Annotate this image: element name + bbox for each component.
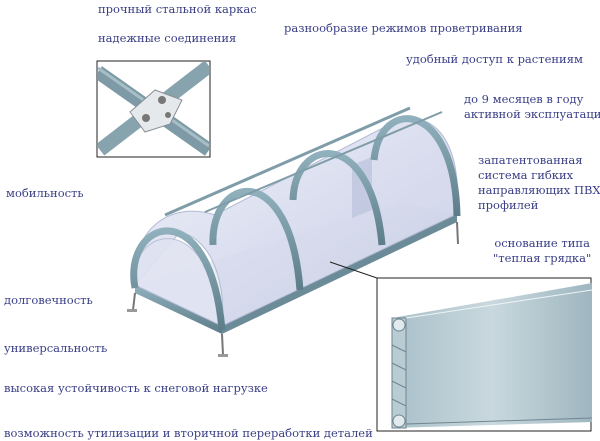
- label-universality: универсальность: [4, 341, 108, 355]
- label-steel-frame: прочный стальной каркас: [98, 2, 257, 16]
- label-patent-line2: система гибких: [478, 168, 574, 182]
- label-snow-resistance: высокая устойчивость к снеговой нагрузке: [4, 381, 268, 395]
- label-base-line1: основание типа: [494, 236, 590, 250]
- label-base: основание типа "теплая грядка": [493, 236, 591, 266]
- label-mobility: мобильность: [6, 186, 84, 200]
- label-months: до 9 месяцев в году активной эксплуатаци…: [464, 92, 600, 122]
- label-patent-line3: направляющих ПВХ-: [478, 183, 600, 197]
- label-ventilation: разнообразие режимов проветривания: [284, 21, 523, 35]
- label-plant-access: удобный доступ к растениям: [406, 52, 583, 66]
- label-patent-line1: запатентованная: [478, 153, 583, 167]
- label-durability: долговечность: [4, 293, 93, 307]
- greenhouse: [127, 106, 461, 357]
- pvc-profile-inset: [329, 261, 593, 432]
- label-months-line2: активной эксплуатации: [464, 107, 600, 121]
- label-base-line2: "теплая грядка": [493, 251, 592, 265]
- label-reliable-joints: надежные соединения: [98, 31, 237, 45]
- label-months-line1: до 9 месяцев в году: [464, 92, 584, 106]
- label-recycling: возможность утилизации и вторичной перер…: [4, 426, 373, 440]
- label-patent: запатентованная система гибких направляю…: [478, 153, 600, 213]
- label-patent-line4: профилей: [478, 198, 539, 212]
- joint-detail-inset: [96, 60, 211, 158]
